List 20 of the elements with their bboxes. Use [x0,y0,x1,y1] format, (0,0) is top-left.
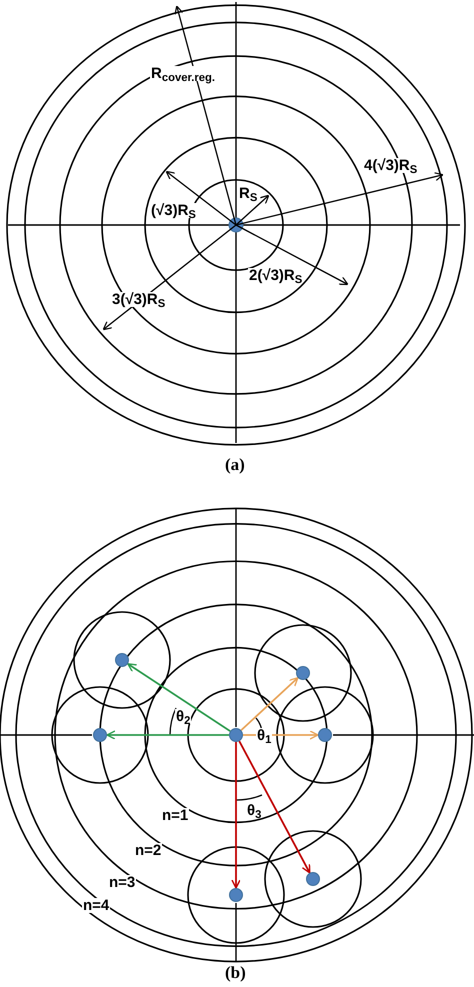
math-label: 3(√3)R$_{S}$ [111,292,166,307]
arrow [127,663,231,732]
math-label: 4(√3)R$_{S}$ [363,158,418,173]
math-label: θ$_{1}$ [256,728,272,743]
math-label: n=2 [134,843,162,858]
math-label: θ$_{3}$ [246,803,262,818]
math-label: R$_{S}$ [238,186,258,201]
math-label: n=1 [161,808,190,823]
math-label: R$_{cover.reg.}$ [150,66,216,81]
panel-caption: (a) [224,456,246,473]
arrow [106,730,229,740]
arrow [231,742,241,889]
math-label: (√3)R$_{S}$ [150,203,197,218]
math-label: 2(√3)R$_{S}$ [248,268,304,283]
math-label: n=3 [108,875,136,890]
panel-caption: (b) [224,964,247,981]
math-label: θ$_{2}$ [175,709,192,724]
arrow [240,677,299,731]
arrow [238,740,310,874]
math-label: n=4 [82,898,110,913]
